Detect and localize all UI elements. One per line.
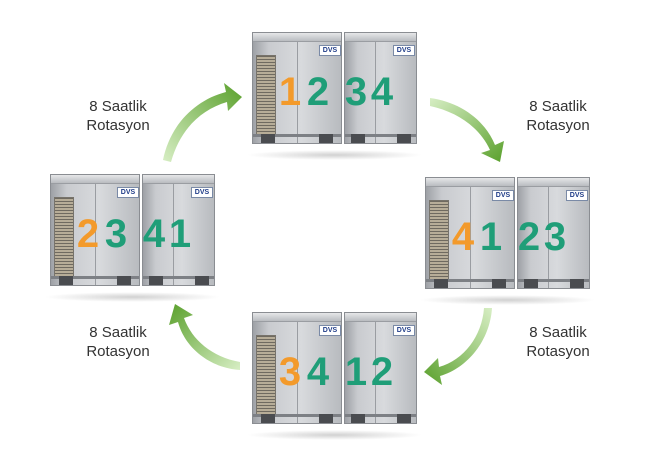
unit-foot (117, 276, 131, 285)
brand-logo: DVS (117, 187, 139, 198)
rotation-label-top-right: 8 Saatlik Rotasyon (508, 97, 608, 135)
unit-foot (351, 134, 365, 143)
module-number: 1 (474, 215, 508, 259)
label-line-2: Rotasyon (68, 342, 168, 361)
label-line-2: Rotasyon (508, 116, 608, 135)
module-top (518, 178, 589, 187)
unit-foot (570, 279, 584, 288)
label-line-1: 8 Saatlik (68, 323, 168, 342)
label-line-1: 8 Saatlik (508, 97, 608, 116)
label-line-1: 8 Saatlik (508, 323, 608, 342)
unit-foot (351, 414, 365, 423)
brand-logo: DVS (191, 187, 213, 198)
brand-logo: DVS (393, 45, 415, 56)
brand-logo: DVS (319, 45, 341, 56)
arrow-left-to-top (163, 83, 242, 162)
brand-logo: DVS (566, 190, 588, 201)
brand-logo: DVS (393, 325, 415, 336)
rotation-label-bottom-left: 8 Saatlik Rotasyon (68, 323, 168, 361)
unit-foot (261, 414, 275, 423)
unit-foot (434, 279, 448, 288)
brand-logo: DVS (319, 325, 341, 336)
arrow-bottom-to-left (169, 304, 240, 370)
unit-foot (319, 414, 333, 423)
module-top (345, 33, 416, 42)
arrow-top-to-right (430, 98, 504, 162)
unit-shadow (246, 430, 423, 440)
unit-foot (149, 276, 163, 285)
unit-foot (397, 134, 411, 143)
unit-foot (195, 276, 209, 285)
label-line-1: 8 Saatlik (68, 97, 168, 116)
module-number: 2 (301, 70, 335, 114)
label-line-2: Rotasyon (68, 116, 168, 135)
unit-foot (319, 134, 333, 143)
unit-foot (524, 279, 538, 288)
unit-foot (261, 134, 275, 143)
module-number: 3 (538, 215, 572, 259)
module-top (143, 175, 214, 184)
unit-shadow (44, 292, 221, 302)
unit-shadow (419, 295, 596, 305)
arrow-right-to-bottom (424, 308, 492, 385)
module-top (345, 313, 416, 322)
unit-shadow (246, 150, 423, 160)
module-number: 1 (163, 212, 197, 256)
module-number: 2 (365, 350, 399, 394)
module-number: 4 (301, 350, 335, 394)
brand-logo: DVS (492, 190, 514, 201)
module-number: 4 (365, 70, 399, 114)
module-number: 3 (99, 212, 133, 256)
unit-foot (59, 276, 73, 285)
rotation-label-top-left: 8 Saatlik Rotasyon (68, 97, 168, 135)
unit-foot (492, 279, 506, 288)
unit-foot (397, 414, 411, 423)
rotation-label-bottom-right: 8 Saatlik Rotasyon (508, 323, 608, 361)
label-line-2: Rotasyon (508, 342, 608, 361)
